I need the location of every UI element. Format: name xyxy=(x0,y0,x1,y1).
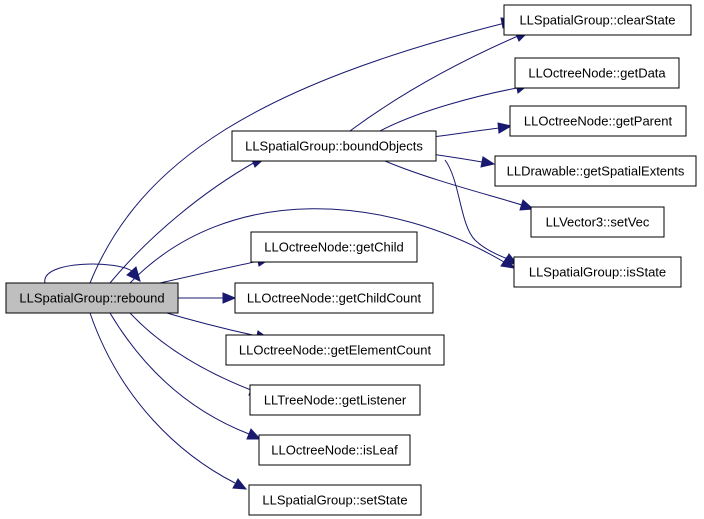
node-getElementCount[interactable]: LLOctreeNode::getElementCount xyxy=(225,334,445,366)
node-box-getElementCount[interactable] xyxy=(225,334,445,366)
node-box-getParent[interactable] xyxy=(509,105,687,137)
node-getListener[interactable]: LLTreeNode::getListener xyxy=(249,384,421,416)
node-label-getSpatialExtents: LLDrawable::getSpatialExtents xyxy=(507,163,685,178)
node-label-getListener: LLTreeNode::getListener xyxy=(264,392,407,407)
node-box-getData[interactable] xyxy=(514,57,680,89)
node-setState[interactable]: LLSpatialGroup::setState xyxy=(248,484,422,516)
node-box-getListener[interactable] xyxy=(249,384,421,416)
node-label-setState: LLSpatialGroup::setState xyxy=(262,492,407,507)
edge-boundObjects-getData xyxy=(379,82,530,132)
node-box-isState[interactable] xyxy=(513,256,682,288)
node-label-boundObjects: LLSpatialGroup::boundObjects xyxy=(245,138,423,153)
node-getData[interactable]: LLOctreeNode::getData xyxy=(514,57,680,89)
node-isState[interactable]: LLSpatialGroup::isState xyxy=(513,256,682,288)
node-label-clearState: LLSpatialGroup::clearState xyxy=(519,12,675,27)
node-label-setVec: LLVector3::setVec xyxy=(546,214,650,229)
node-box-setVec[interactable] xyxy=(530,206,665,238)
node-box-isLeaf[interactable] xyxy=(258,434,411,466)
node-label-getChild: LLOctreeNode::getChild xyxy=(264,239,403,254)
node-label-getParent: LLOctreeNode::getParent xyxy=(524,113,673,128)
node-getParent[interactable]: LLOctreeNode::getParent xyxy=(509,105,687,137)
edge-boundObjects-getParent xyxy=(423,122,513,139)
node-boundObjects[interactable]: LLSpatialGroup::boundObjects xyxy=(231,130,437,162)
node-box-getChildCount[interactable] xyxy=(234,282,434,314)
node-rebound[interactable]: LLSpatialGroup::rebound xyxy=(5,282,179,314)
node-isLeaf[interactable]: LLOctreeNode::isLeaf xyxy=(258,434,411,466)
node-getChild[interactable]: LLOctreeNode::getChild xyxy=(250,231,418,263)
edge-boundObjects-setVec xyxy=(384,160,535,211)
node-label-getChildCount: LLOctreeNode::getChildCount xyxy=(247,290,422,305)
edge-rebound-getChildCount xyxy=(178,292,237,304)
node-label-getElementCount: LLOctreeNode::getElementCount xyxy=(239,342,432,357)
node-getChildCount[interactable]: LLOctreeNode::getChildCount xyxy=(234,282,434,314)
node-box-rebound[interactable] xyxy=(5,282,179,314)
node-label-isLeaf: LLOctreeNode::isLeaf xyxy=(271,442,398,457)
node-clearState[interactable]: LLSpatialGroup::clearState xyxy=(503,4,692,36)
node-getSpatialExtents[interactable]: LLDrawable::getSpatialExtents xyxy=(494,155,697,187)
node-box-getChild[interactable] xyxy=(250,231,418,263)
edge-rebound-rebound xyxy=(44,263,141,284)
nodes-layer: LLSpatialGroup::rebound LLSpatialGroup::b… xyxy=(5,4,697,516)
node-box-boundObjects[interactable] xyxy=(231,130,437,162)
node-box-setState[interactable] xyxy=(248,484,422,516)
node-box-getSpatialExtents[interactable] xyxy=(494,155,697,187)
node-label-isState: LLSpatialGroup::isState xyxy=(529,264,666,279)
node-label-rebound: LLSpatialGroup::rebound xyxy=(19,290,164,305)
edge-boundObjects-clearState xyxy=(349,31,530,132)
node-setVec[interactable]: LLVector3::setVec xyxy=(530,206,665,238)
node-label-getData: LLOctreeNode::getData xyxy=(528,65,666,80)
node-box-clearState[interactable] xyxy=(503,4,692,36)
edge-rebound-setState xyxy=(89,312,248,490)
edge-rebound-isLeaf xyxy=(109,312,262,440)
